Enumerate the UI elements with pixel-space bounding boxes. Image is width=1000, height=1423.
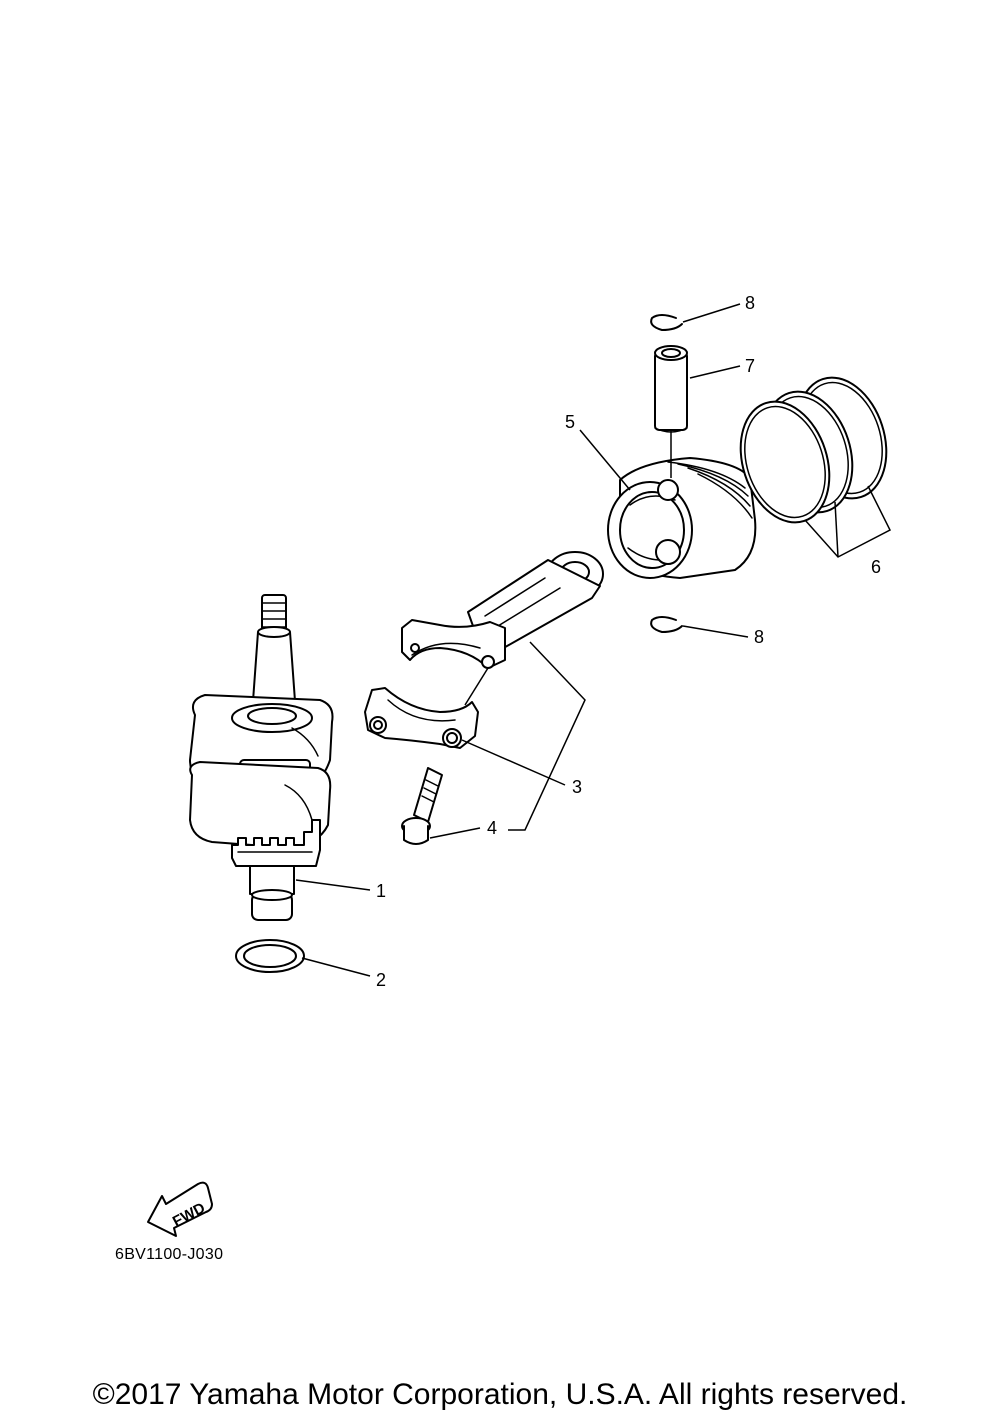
piston-pin-part <box>654 345 688 433</box>
callout-8-top: 8 <box>745 293 755 313</box>
callout-8-bottom: 8 <box>754 627 764 647</box>
leader-lines <box>295 303 892 977</box>
bolt-part <box>401 767 443 845</box>
diagram-reference-code: 6BV1100-J030 <box>115 1246 224 1263</box>
callout-6: 6 <box>871 557 881 577</box>
callout-2: 2 <box>376 970 386 990</box>
piston-part <box>607 457 757 579</box>
copyright-notice: ©2017 Yamaha Motor Corporation, U.S.A. A… <box>92 1378 908 1411</box>
washer-part <box>235 939 305 973</box>
callout-4: 4 <box>487 818 497 838</box>
callout-1: 1 <box>376 881 386 901</box>
connecting-rod-part <box>364 551 604 749</box>
circlip-bottom-part <box>650 616 683 633</box>
piston-rings-part <box>739 376 888 524</box>
callout-3: 3 <box>572 777 582 797</box>
callout-5: 5 <box>565 412 575 432</box>
fwd-arrow-icon: FWD <box>147 1181 213 1237</box>
callout-7: 7 <box>745 356 755 376</box>
circlip-top-part <box>650 314 683 331</box>
crankshaft-part <box>189 594 334 921</box>
